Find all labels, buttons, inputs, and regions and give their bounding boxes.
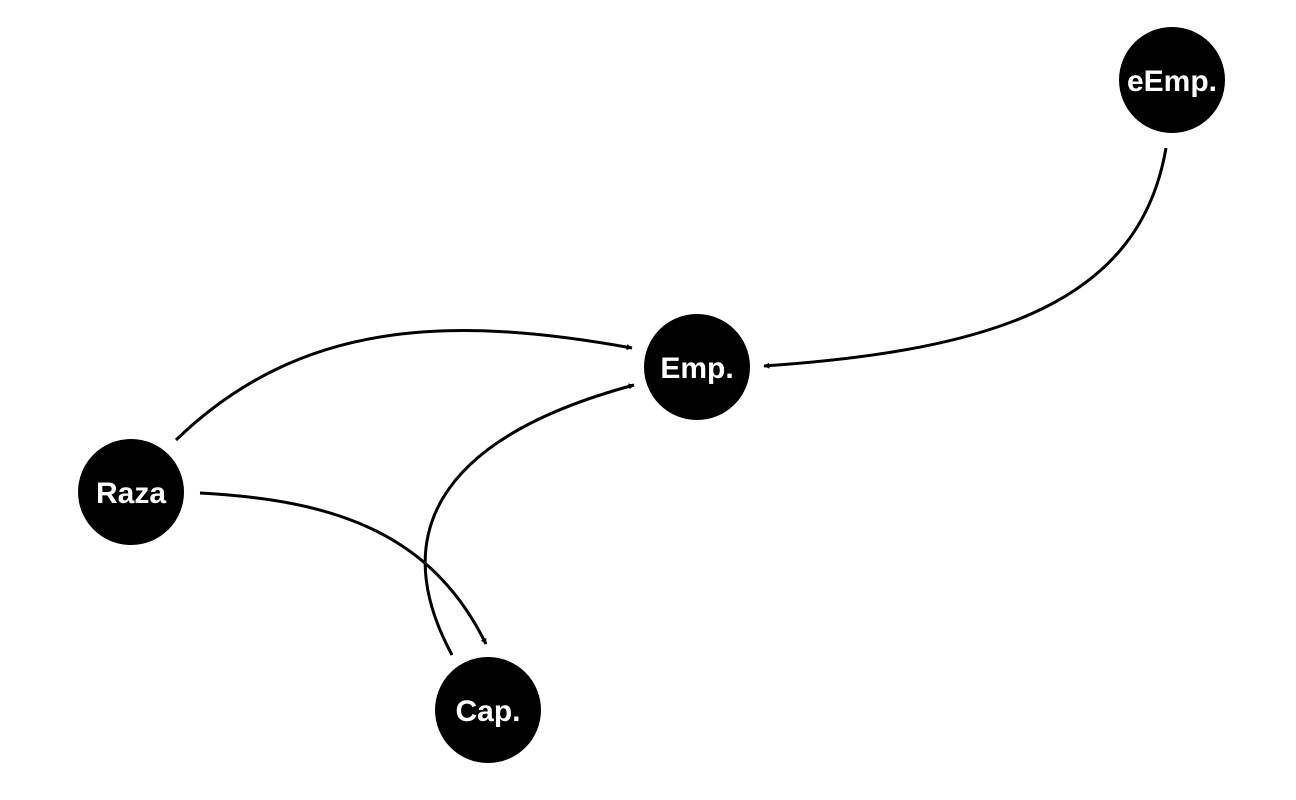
node-Cap-label: Cap. bbox=[455, 695, 520, 728]
edge-Raza-to-Cap bbox=[199, 491, 488, 645]
node-eEmp-label: eEmp. bbox=[1127, 65, 1217, 98]
edge-Cap-to-Emp bbox=[423, 383, 635, 656]
node-Raza-circle bbox=[78, 439, 184, 545]
edge-Raza-to-Emp bbox=[174, 329, 633, 442]
node-Emp-label: Emp. bbox=[660, 352, 733, 385]
node-Emp[interactable]: Emp. bbox=[644, 314, 750, 420]
node-eEmp-circle bbox=[1119, 27, 1225, 133]
node-Cap-circle bbox=[435, 657, 541, 763]
node-Raza-label: Raza bbox=[96, 477, 166, 510]
edge-eEmp-to-Emp bbox=[763, 147, 1168, 369]
node-Emp-circle bbox=[644, 314, 750, 420]
node-Cap[interactable]: Cap. bbox=[435, 657, 541, 763]
node-eEmp[interactable]: eEmp. bbox=[1119, 27, 1225, 133]
node-Raza[interactable]: Raza bbox=[78, 439, 184, 545]
